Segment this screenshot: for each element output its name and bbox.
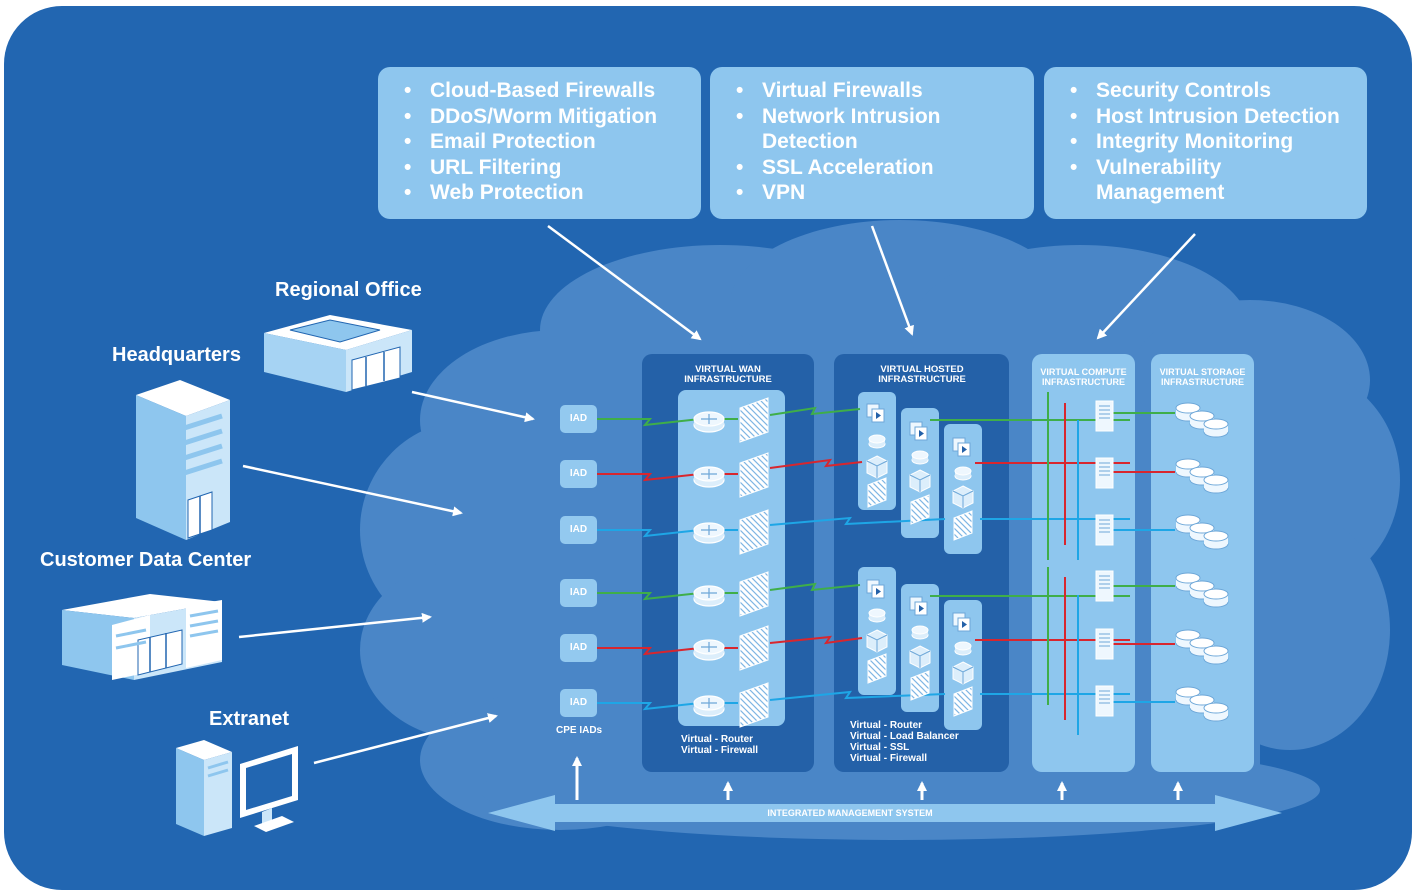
hosted-legend-firewall: Virtual - Firewall xyxy=(850,753,928,764)
iad-box: IAD xyxy=(560,405,597,433)
panel-2-item: VPN xyxy=(736,180,966,206)
hosted-column-title: VIRTUAL HOSTED INFRASTRUCTURE xyxy=(878,364,966,385)
headquarters-label: Headquarters xyxy=(112,344,241,366)
panel-3-item: Host Intrusion Detection xyxy=(1070,104,1360,130)
headquarters-building xyxy=(136,380,230,540)
customer-data-center-building xyxy=(62,594,222,680)
panel-2-item: Virtual Firewalls xyxy=(736,78,966,104)
panel-1-item: Email Protection xyxy=(404,129,701,155)
panel-arrows xyxy=(547,224,1196,341)
iad-box: IAD xyxy=(560,689,597,717)
customer-data-center-label: Customer Data Center xyxy=(40,549,252,571)
hosted-legend-ssl: Virtual - SSL xyxy=(850,742,910,753)
panel-2-item: Network Intrusion Detection xyxy=(736,104,966,155)
panel-3-item: Security Controls xyxy=(1070,78,1360,104)
management-up-arrows xyxy=(572,756,1183,800)
cpe-iads-label: CPE IADs xyxy=(556,725,603,736)
iad-box: IAD xyxy=(560,579,597,607)
wan-device-box xyxy=(678,390,785,726)
wan-firewalls xyxy=(739,397,769,728)
storage-panel xyxy=(1151,354,1254,772)
iad-box: IAD xyxy=(560,516,597,544)
panel-network-security: Virtual Firewalls Network Intrusion Dete… xyxy=(710,67,1034,219)
panel-cloud-security: Cloud-Based Firewalls DDoS/Worm Mitigati… xyxy=(378,67,701,219)
panel-3-item: Integrity Monitoring xyxy=(1070,129,1360,155)
wan-legend-firewall: Virtual - Firewall xyxy=(681,745,759,756)
panel-2-item: SSL Acceleration xyxy=(736,155,966,181)
management-bus-arrow xyxy=(488,795,1282,831)
hosted-legend-load-balancer: Virtual - Load Balancer xyxy=(850,731,959,742)
panel-1-item: Cloud-Based Firewalls xyxy=(404,78,701,104)
extranet-label: Extranet xyxy=(209,708,290,730)
hosted-icons xyxy=(866,403,974,717)
iad-box: IAD xyxy=(560,460,597,488)
panel-1-item: URL Filtering xyxy=(404,155,701,181)
regional-office-label: Regional Office xyxy=(275,279,422,301)
extranet-computer xyxy=(176,740,298,836)
panel-1-item: DDoS/Worm Mitigation xyxy=(404,104,701,130)
wan-column-title: VIRTUAL WAN INFRASTRUCTURE xyxy=(684,364,772,385)
site-arrows xyxy=(238,390,535,765)
regional-office-building xyxy=(264,315,412,392)
panel-1-item: Web Protection xyxy=(404,180,701,206)
iad-box: IAD xyxy=(560,634,597,662)
wan-legend-router: Virtual - Router xyxy=(681,734,754,745)
storage-column-title: VIRTUAL STORAGE INFRASTRUCTURE xyxy=(1159,367,1246,387)
panel-3-item: Vulnerability Management xyxy=(1070,155,1246,206)
integrated-management-label: INTEGRATED MANAGEMENT SYSTEM xyxy=(767,808,933,818)
hosted-legend-router: Virtual - Router xyxy=(850,720,923,731)
compute-column-title: VIRTUAL COMPUTE INFRASTRUCTURE xyxy=(1040,367,1127,387)
panel-host-security: Security Controls Host Intrusion Detecti… xyxy=(1044,67,1367,219)
